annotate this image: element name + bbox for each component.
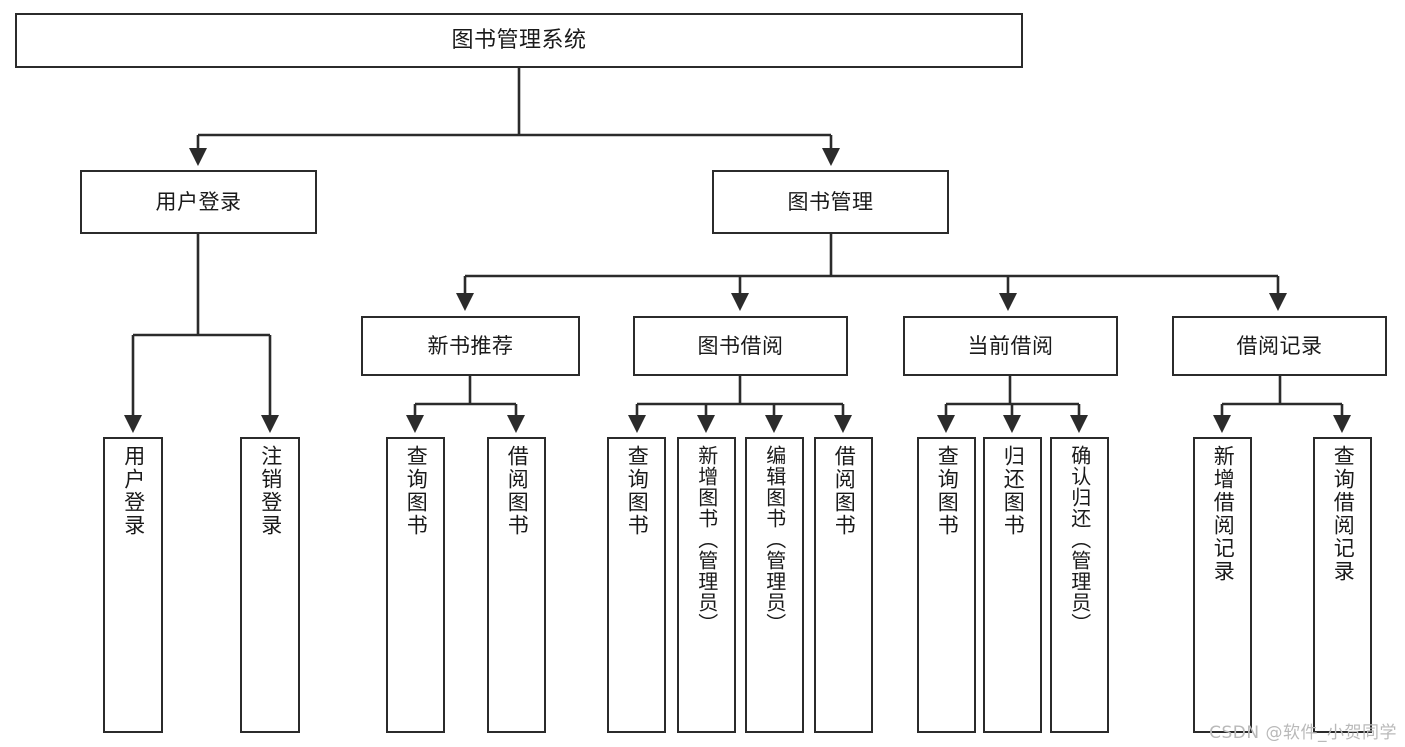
node-new-book-recommend[interactable]: 新书推荐 [361,316,580,376]
leaf-user-login-signout-label: 注销登录 [258,445,283,537]
watermark-text: CSDN @软件_小贺同学 [1209,723,1397,743]
node-new-book-recommend-label: 新书推荐 [427,333,514,358]
leaf-borrow-query-book-label: 查询图书 [625,445,650,537]
leaf-recommend-borrow-book[interactable]: 借阅图书 [487,437,546,733]
node-user-login-label: 用户登录 [155,189,242,214]
leaf-recommend-query-book-label: 查询图书 [404,445,429,537]
leaf-recommend-query-book[interactable]: 查询图书 [386,437,445,733]
leaf-current-query-book-label: 查询图书 [935,445,960,537]
leaf-current-return-book[interactable]: 归还图书 [983,437,1042,733]
leaf-borrow-borrow-book-label: 借阅图书 [832,445,857,537]
node-user-login[interactable]: 用户登录 [80,170,317,234]
leaf-borrow-borrow-book[interactable]: 借阅图书 [814,437,873,733]
node-root-system[interactable]: 图书管理系统 [15,13,1023,68]
leaf-borrow-edit-book-admin-label: 编辑图书（管理员） [762,445,787,634]
leaf-borrow-edit-book-admin[interactable]: 编辑图书（管理员） [745,437,804,733]
leaf-recommend-borrow-book-label: 借阅图书 [505,445,530,537]
leaf-record-add-record[interactable]: 新增借阅记录 [1193,437,1252,733]
leaf-borrow-add-book-admin-label: 新增图书（管理员） [694,445,719,634]
leaf-record-query-record[interactable]: 查询借阅记录 [1313,437,1372,733]
node-current-borrow-label: 当前借阅 [967,333,1054,358]
node-root-system-label: 图书管理系统 [451,27,587,53]
node-book-management-label: 图书管理 [787,189,874,214]
leaf-current-query-book[interactable]: 查询图书 [917,437,976,733]
node-borrow-record[interactable]: 借阅记录 [1172,316,1387,376]
node-borrow-record-label: 借阅记录 [1236,333,1323,358]
node-book-management[interactable]: 图书管理 [712,170,949,234]
node-book-borrow[interactable]: 图书借阅 [633,316,848,376]
leaf-user-login-signout[interactable]: 注销登录 [240,437,300,733]
leaf-current-return-book-label: 归还图书 [1001,445,1026,537]
node-current-borrow[interactable]: 当前借阅 [903,316,1118,376]
leaf-borrow-add-book-admin[interactable]: 新增图书（管理员） [677,437,736,733]
leaf-current-confirm-return-admin-label: 确认归还（管理员） [1067,445,1092,634]
leaf-current-confirm-return-admin[interactable]: 确认归还（管理员） [1050,437,1109,733]
leaf-borrow-query-book[interactable]: 查询图书 [607,437,666,733]
leaf-user-login-signin[interactable]: 用户登录 [103,437,163,733]
leaf-user-login-signin-label: 用户登录 [121,445,146,537]
leaf-record-add-record-label: 新增借阅记录 [1211,445,1236,583]
leaf-record-query-record-label: 查询借阅记录 [1331,445,1356,583]
node-book-borrow-label: 图书借阅 [697,333,784,358]
